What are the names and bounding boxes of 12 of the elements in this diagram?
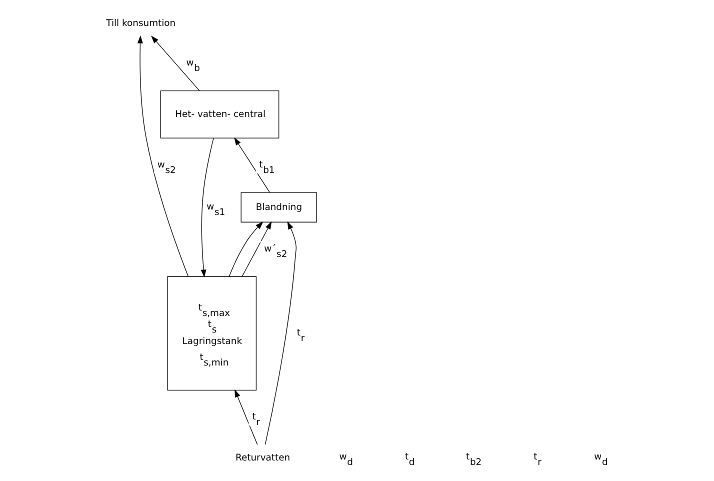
- node-text: Till konsumtion: [106, 18, 176, 30]
- arrow: [234, 137, 270, 193]
- arrow: [200, 138, 214, 278]
- arrow: [234, 389, 258, 445]
- arrow: [137, 35, 189, 277]
- arrow: [242, 221, 272, 277]
- node-box: Blandning: [240, 192, 317, 222]
- arrow: [228, 222, 264, 277]
- arrow: [264, 221, 296, 445]
- node-box: Het- vatten- central: [160, 90, 280, 138]
- arrow: [151, 36, 200, 91]
- node-text: Returvatten: [236, 452, 290, 464]
